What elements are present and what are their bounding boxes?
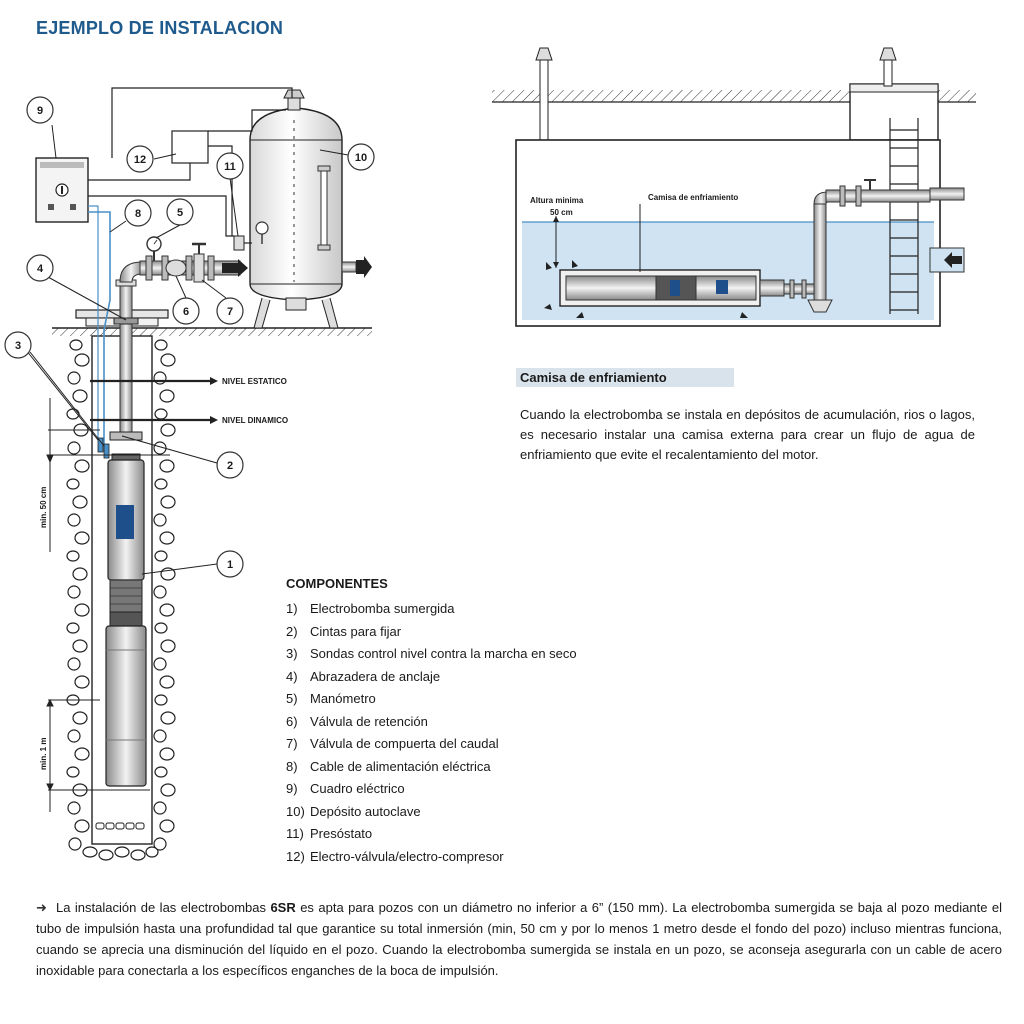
list-item: 1)Electrobomba sumergida [286,601,455,616]
callout-7 [216,297,244,325]
callout-num: 7 [227,306,233,318]
cooling-jacket [559,269,815,307]
min-height-label: Altura minima [530,196,584,205]
page-title: EJEMPLO DE INSTALACION [36,18,284,38]
callout-num: 2 [227,460,233,472]
inlet-arrow-icon [944,252,962,268]
callout-num: 8 [135,208,141,220]
pump-label [116,505,134,539]
callout-8 [124,199,152,227]
ground-hatch [52,328,372,336]
callout-6 [172,297,200,325]
list-item: 3)Sondas control nivel contra la marcha … [286,646,577,661]
list-item: 9)Cuadro eléctrico [286,781,405,796]
min-50-label: min. 50 cm [39,487,48,528]
control-panel [35,157,89,223]
callout-11 [216,152,244,180]
callout-leaders [25,124,349,575]
cooling-jacket-label: Camisa de enfriamiento [648,193,738,202]
power-cable [88,211,111,445]
callout-12 [126,145,154,173]
callout-1 [216,550,244,578]
callout-num: 11 [224,161,236,173]
discharge-pipe [119,281,133,438]
min-1-label: min. 1 m [39,738,48,770]
list-item: 4)Abrazadera de anclaje [286,668,441,684]
min-height-value: 50 cm [550,208,573,217]
components-heading: COMPONENTES [286,576,388,591]
list-item: 5)Manómetro [286,691,376,706]
callout-num: 4 [37,263,44,275]
well-bottom [95,822,145,830]
callout-num: 6 [183,306,189,318]
dynamic-level-label: NIVEL DINAMICO [222,416,288,425]
cooling-jacket-heading: Camisa de enfriamiento [516,368,734,387]
callout-num: 9 [37,105,43,117]
flow-arrow-icon [222,259,248,277]
outlet-arrow-icon [356,256,372,278]
list-item: 2)Cintas para fijar [286,623,402,639]
pressure-switch [233,235,245,251]
gate-valve [193,253,205,283]
list-item: 10)Depósito autoclave [286,803,421,819]
well-stones [66,339,176,861]
electro-valve-box [171,130,209,164]
submersible-pump [105,431,147,787]
callout-num: 1 [227,559,233,571]
list-item: 12)Electro-válvula/electro-compresor [286,848,504,864]
list-item: 6)Válvula de retención [286,713,428,729]
callout-5 [166,198,194,226]
list-item: 8)Cable de alimentación eléctrica [286,758,491,774]
cooling-jacket-text: Cuando la electrobomba se instala en dep… [520,407,975,462]
static-level-label: NIVEL ESTATICO [222,377,287,386]
callout-num: 12 [134,154,146,166]
callout-2 [216,451,244,479]
autoclave-tank [249,89,372,329]
flow-arrows [544,260,748,318]
check-valve [145,255,153,281]
callout-9 [26,96,54,124]
callout-num: 3 [15,340,21,352]
list-item: 7)Válvula de compuerta del caudal [286,736,499,751]
callout-3 [4,331,32,359]
callout-num: 10 [355,152,367,164]
callout-10 [347,143,375,171]
anchoring-clamp [113,317,139,325]
callout-num: 5 [177,207,183,219]
wiring [88,87,293,237]
arrow-bullet-icon: ➜ [36,900,47,915]
components-list: 1)Electrobomba sumergida 2)Cintas para f… [286,598,577,868]
footer-note: ➜La instalación de las electrobombas 6SR… [36,897,1002,981]
tank-diagram: Altura minima 50 cm Camisa de enfriamien… [492,47,976,327]
list-item: 11)Presóstato [286,826,373,841]
callout-4 [26,254,54,282]
model-name: 6SR [270,900,296,915]
well-diagram: 1 2 3 4 5 6 7 8 9 10 11 12 NIVEL ESTATIC… [4,87,375,861]
